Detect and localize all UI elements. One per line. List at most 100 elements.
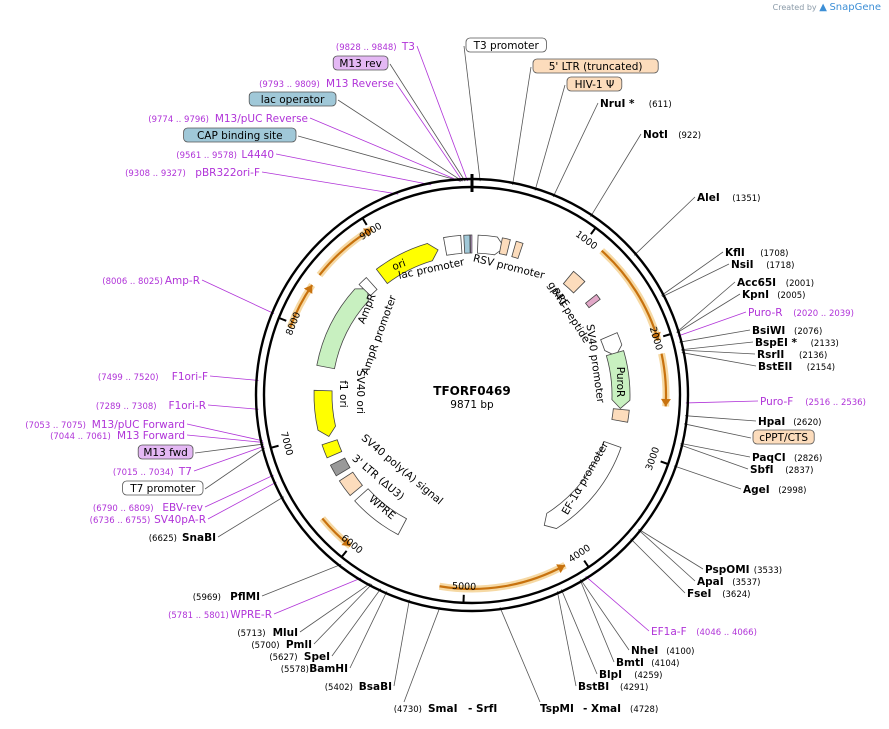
label-text: PflMI [230, 591, 260, 603]
leader-t3 [417, 46, 468, 181]
hiv-psi-box [512, 241, 523, 258]
tick-9000 [362, 218, 366, 225]
label-range: (4100) [666, 647, 694, 657]
leader-bstbi [557, 591, 576, 686]
label-f1ori-f: F1ori-F(7499 .. 7520) [98, 371, 208, 383]
label-text: Acc65I [737, 277, 776, 289]
ampr-arrow [317, 289, 368, 369]
label-range: (5969) [193, 593, 221, 603]
leader-snabi [218, 497, 284, 537]
label-text: M13 Reverse [326, 78, 394, 90]
lac-op-box [470, 235, 472, 253]
label-mlui: MluI(5713) [237, 627, 298, 639]
label-spei: SpeI(5627) [269, 651, 330, 663]
leader-bspei- [681, 342, 753, 350]
label-agei: AgeI(2998) [743, 484, 806, 496]
label-nhei: NheI (4100) [631, 645, 694, 657]
label-text: ApaI [697, 576, 724, 588]
leader-m13-fwd [195, 444, 264, 453]
leader-agei [674, 466, 741, 489]
tick-7000 [271, 446, 279, 448]
leader-l4440 [276, 154, 431, 185]
label-bmti: BmtI(4104) [616, 657, 679, 669]
leader-ef1a-f [586, 576, 649, 631]
label-kpni: KpnI(2005) [742, 289, 805, 301]
label-pmli: PmlI(5700) [251, 639, 312, 651]
label-ebv-rev: EBV-rev(6790 .. 6809) [93, 502, 203, 514]
label-t3-promoter: T3 promoter [466, 38, 546, 52]
label-lac-operator: lac operator [249, 92, 336, 106]
leader-bamhi [350, 591, 387, 668]
label-bsiwi: BsiWI(2076) [752, 325, 822, 337]
label-m13-forward: M13 Forward(7044 .. 7061) [50, 430, 185, 442]
label-text: cPPT/CTS [759, 432, 808, 444]
label-range: (7044 .. 7061) [50, 432, 111, 442]
label-5-ltr-truncated-: 5' LTR (truncated) [533, 59, 658, 73]
label-range: (7015 .. 7034) [113, 468, 174, 478]
label-range: (4291) [620, 683, 648, 693]
label-pbr322ori-f: pBR322ori-F(9308 .. 9327) [125, 167, 260, 179]
label-text: Puro-F [760, 396, 793, 408]
label-text: L4440 [241, 149, 274, 161]
label-text: F1ori-F [172, 371, 208, 383]
plasmid-name: TFORF0469 [433, 384, 510, 398]
leader-hpai [685, 416, 756, 421]
leader-nsii [662, 264, 729, 297]
leader-t7 [194, 446, 264, 471]
label-nrui-: NruI *(611) [600, 98, 672, 110]
leader-blpi [561, 589, 597, 674]
label-puro-f: Puro-F(2516 .. 2536) [760, 396, 866, 408]
label-text: BlpI [599, 669, 622, 681]
label-text: lac operator [261, 94, 325, 106]
label-pspomi: PspOMI(3533) [705, 564, 782, 576]
label-puro-r: Puro-R(2020 .. 2039) [748, 307, 854, 319]
leader-amp-r [202, 280, 274, 314]
sv40-polya-box [330, 458, 350, 476]
inner-label-sv40-promoter: SV40 promoter [584, 323, 607, 404]
tick-label: 8000 [284, 311, 303, 338]
leader-pbr322ori-f [262, 172, 398, 194]
tick-label: 5000 [452, 581, 477, 593]
label-text: F1ori-R [169, 400, 206, 412]
label-snabi: SnaBI(6625) [149, 532, 216, 544]
label-sbfi: SbfI(2837) [750, 464, 813, 476]
label-m13-fwd: M13 fwd [138, 445, 193, 459]
label-t7-promoter: T7 promoter [123, 481, 203, 495]
tick-label: 2000 [647, 326, 665, 352]
label-text: M13/pUC Reverse [215, 113, 308, 125]
label-text: BmtI [616, 657, 644, 669]
leader-f1ori-r [208, 405, 258, 409]
label-range: (5627) [269, 653, 297, 663]
label-range: (5781 .. 5801) [168, 611, 229, 621]
label-range: (5700) [251, 641, 279, 651]
label-text: NheI [631, 645, 658, 657]
label-text: PaqCI [752, 452, 786, 464]
leader-mlui [300, 583, 370, 632]
label-l4440: L4440(9561 .. 9578) [176, 149, 274, 161]
inner-label-rsv-promoter: RSV promoter [472, 252, 547, 282]
leader-paqci [680, 443, 750, 457]
gp41-box [586, 294, 601, 307]
leader-f1ori-f [210, 376, 258, 380]
leader-acc65i [677, 282, 735, 332]
label-wpre-r: WPRE-R(5781 .. 5801) [168, 609, 272, 621]
label-text: BsaBI [359, 681, 392, 693]
inner-label-f1-ori: f1 ori [337, 380, 349, 407]
label-alei: AleI(1351) [697, 192, 760, 204]
label-t7: T7(7015 .. 7034) [113, 466, 192, 478]
leader-5-ltr-truncated- [513, 67, 531, 185]
label-text: 5' LTR (truncated) [549, 61, 643, 73]
leader-m13-rev [390, 64, 465, 181]
label-range: (9828 .. 9848) [336, 43, 397, 53]
label-text: - SrfI [468, 703, 497, 715]
label-text: M13 fwd [143, 447, 188, 459]
label-range: (7289 .. 7308) [96, 402, 157, 412]
label-text: pBR322ori-F [195, 167, 260, 179]
label-text: T3 [401, 41, 415, 53]
snapgene-logo-icon: ▲ [819, 2, 827, 13]
label-range: (4730) [394, 705, 422, 715]
label-range: (2826) [794, 454, 822, 464]
label-hiv-1-: HIV-1 Ψ [567, 77, 622, 91]
tick-4000 [584, 561, 588, 568]
